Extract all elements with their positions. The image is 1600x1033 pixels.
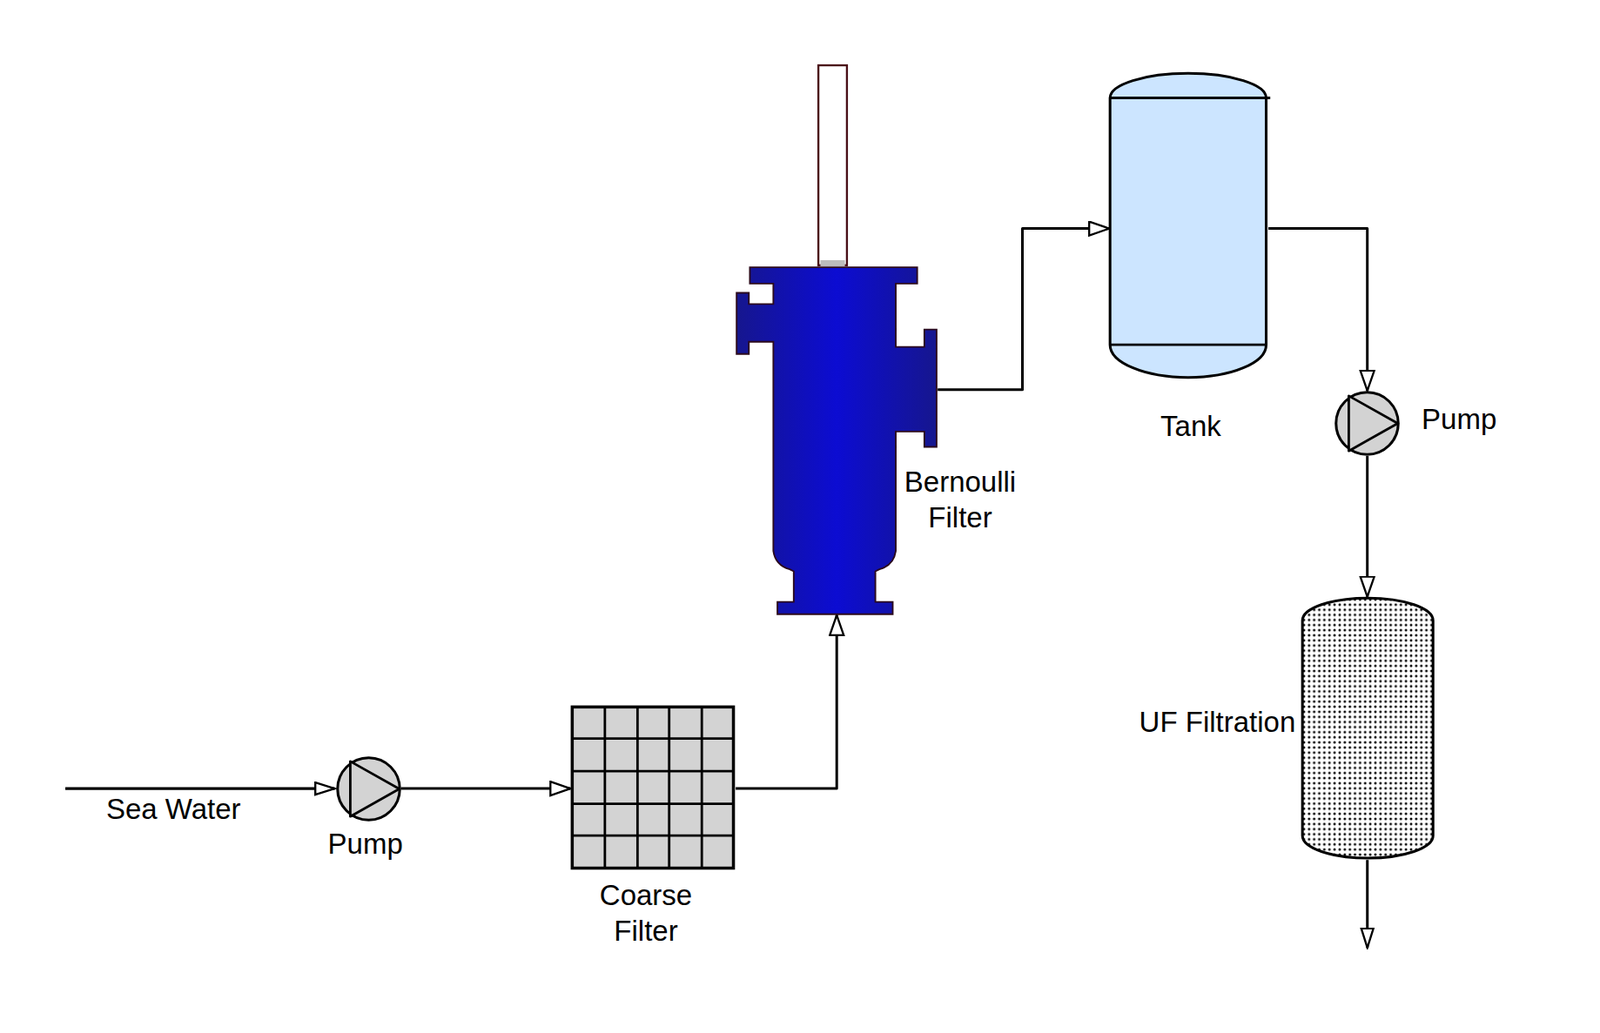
pump-impeller	[349, 760, 399, 816]
stream-label: Sea Water	[106, 791, 242, 827]
inlet-line	[65, 787, 335, 791]
grid-line	[668, 706, 672, 868]
grid-line	[572, 834, 734, 838]
pump-shape	[1334, 390, 1400, 457]
uf-vessel	[1302, 598, 1433, 859]
node-label: Tank	[1160, 408, 1222, 444]
pump-impeller	[1349, 396, 1399, 451]
node-label: Coarse Filter	[564, 877, 728, 949]
tank: Tank	[1109, 71, 1269, 380]
uf-filter-shape	[1301, 597, 1434, 860]
tank-shape	[1109, 71, 1269, 380]
tank-vessel	[1109, 73, 1266, 377]
tank-seam	[1109, 96, 1271, 100]
flow-line	[401, 787, 572, 791]
grid-line	[700, 706, 704, 868]
node-label: Pump	[328, 826, 404, 862]
node-label: Pump	[1421, 401, 1497, 437]
pump: Pump	[1334, 390, 1400, 457]
pump-casing	[1336, 392, 1399, 455]
outlet-line	[1365, 860, 1369, 948]
uf-filter: UF Filtration	[1301, 597, 1434, 860]
grid-line	[572, 770, 734, 774]
grid-line	[572, 737, 734, 740]
grid-line	[572, 802, 734, 806]
filter-housing	[736, 267, 937, 615]
pump-shape	[336, 756, 402, 822]
grid-line	[636, 706, 639, 868]
flow-line	[1268, 228, 1368, 391]
bernoulli-filter-shape	[735, 266, 938, 616]
coarse-filter: Coarse Filter	[570, 705, 736, 871]
node-label: Bernoulli Filter	[878, 463, 1043, 536]
pump: Pump	[336, 756, 402, 822]
filter-rod	[818, 65, 848, 266]
rod-collar	[820, 260, 845, 267]
flow-line	[937, 228, 1110, 390]
grid-line	[604, 706, 607, 868]
tank-seam	[1109, 343, 1266, 347]
pump-casing	[336, 757, 399, 820]
filter-body	[572, 706, 734, 868]
node-label: UF Filtration	[1136, 704, 1300, 740]
bernoulli-filter: Bernoulli Filter	[735, 266, 938, 616]
flow-line	[1365, 456, 1369, 598]
coarse-filter-shape	[570, 705, 736, 871]
flow-line	[735, 615, 837, 789]
